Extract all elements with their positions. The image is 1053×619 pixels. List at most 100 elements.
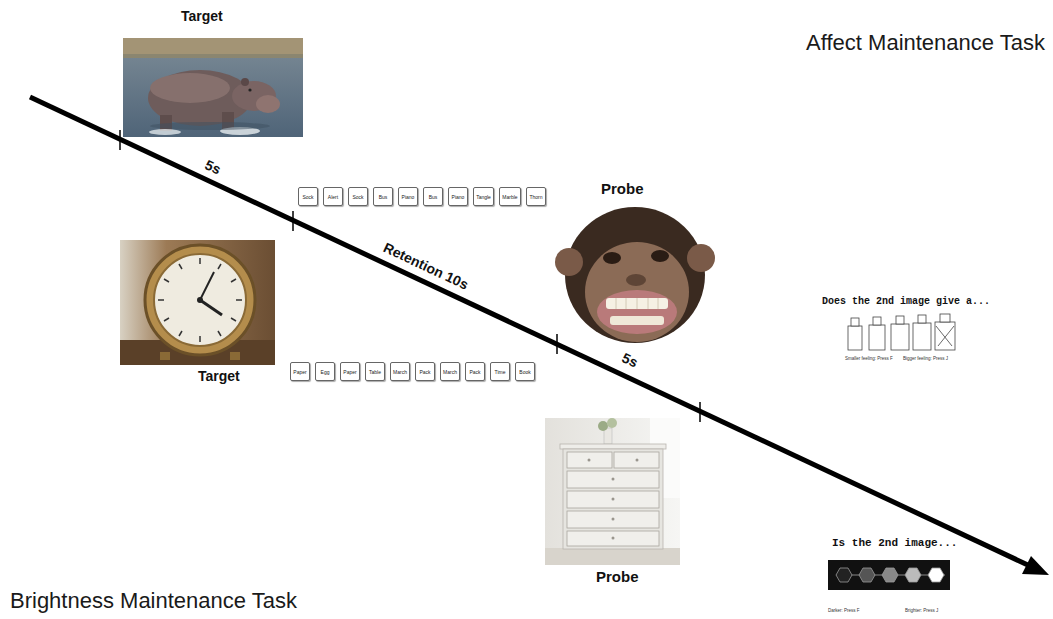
word-text: Bus: [429, 194, 438, 200]
task-title: Brightness Maintenance Task: [10, 588, 297, 613]
clock-photo-part: [230, 352, 240, 360]
word-text: March: [443, 369, 457, 375]
word-text: Marble: [502, 194, 517, 200]
clock-photo-part-part: [236, 299, 242, 301]
word-box: Thorn: [526, 187, 546, 206]
word-text: Sock: [352, 194, 363, 200]
clock-photo-part: [154, 254, 246, 346]
task-title: Affect Maintenance Task: [806, 30, 1045, 55]
word-text: Paper: [293, 369, 306, 375]
clock-photo-part-part: [199, 258, 201, 264]
timeline-arrow: [30, 97, 1049, 575]
word-box: Sock: [348, 187, 368, 206]
word-text: Book: [519, 369, 530, 375]
hippo-photo-part: [241, 78, 249, 86]
question-text: Does the 2nd image give a...: [822, 296, 990, 308]
chimp-photo-part: [603, 252, 621, 264]
brightness-scale-part: [905, 568, 921, 582]
dresser-photo-part-part: [567, 511, 659, 528]
hippo-photo: [123, 38, 303, 137]
word-box: Book: [515, 362, 535, 381]
word-text: Pack: [419, 369, 430, 375]
dresser-photo-part-part: [567, 452, 612, 468]
dresser-photo-part: [598, 421, 608, 431]
hippo-photo-part: [123, 38, 303, 137]
chimp-photo-part-part: [648, 298, 649, 309]
word-text: Pack: [469, 369, 480, 375]
clock-photo-part-part: [158, 299, 164, 301]
response-key: Brighter: Press J: [905, 608, 938, 613]
word-box: Table: [365, 362, 385, 381]
brightness-scale-part: [828, 560, 950, 590]
chimp-photo-part: [626, 274, 646, 286]
clock-photo-part: [200, 272, 214, 300]
dresser-photo-part: [588, 459, 639, 540]
word-box: Pack: [415, 362, 435, 381]
clock-photo-part-part: [179, 264, 182, 269]
word-text: Time: [495, 369, 506, 375]
question-text: Is the 2nd image...: [832, 537, 957, 550]
clock-photo-part: [197, 297, 203, 303]
sam-scale-part: [891, 324, 909, 350]
dresser-photo-part: [567, 452, 659, 546]
timeline-arrow-part-part: [292, 211, 294, 231]
clock-photo-part: [200, 300, 222, 315]
dresser-photo-part: [545, 548, 680, 565]
chimp-photo-part: [585, 242, 689, 342]
dresser-photo-part-part: [612, 518, 615, 521]
sam-scale-part: [935, 322, 955, 350]
dresser-photo-part-part: [636, 459, 639, 462]
hippo-photo-part: [150, 122, 270, 130]
clock-photo-part-part: [218, 331, 221, 336]
word-text: Piano: [402, 194, 415, 200]
chimp-photo-part: [606, 298, 668, 309]
clock-photo-part: [145, 245, 255, 355]
word-text: March: [393, 369, 407, 375]
chimp-photo-part: [555, 248, 583, 276]
duration-label: 5s: [620, 349, 641, 370]
word-box: March: [390, 362, 410, 381]
brightness-scale-part: [882, 568, 898, 582]
chimp-photo-part: [597, 290, 677, 334]
brightness-scale-part: [928, 568, 944, 582]
brightness-scale-part: [859, 568, 875, 582]
hippo-photo-part: [149, 129, 181, 135]
sam-scale-part: [848, 326, 862, 350]
chimp-photo-part: [687, 244, 715, 272]
dresser-photo: [545, 418, 680, 565]
dresser-photo-part: [560, 444, 666, 449]
sam-scale-part: [936, 326, 952, 346]
hippo-photo-part: [123, 38, 303, 54]
sam-scale-part: [896, 316, 904, 324]
sam-scale: [848, 314, 955, 350]
timeline-arrow-part-part: [556, 334, 558, 354]
clock-photo-part-part: [231, 318, 236, 321]
clock-photo-part: [160, 352, 170, 360]
clock-photo-part-part: [231, 279, 236, 282]
timeline-arrow-part: [1022, 556, 1049, 575]
hippo-photo-part: [123, 54, 303, 58]
word-box: Bus: [373, 187, 393, 206]
sam-scale-part: [869, 325, 885, 350]
sam-scale-part: [913, 323, 931, 350]
chimp-photo-part-part: [616, 298, 617, 309]
target-label: Target: [198, 368, 240, 384]
chimp-photo-part: [651, 250, 669, 262]
word-box: Time: [490, 362, 510, 381]
word-text: Tangle: [476, 194, 491, 200]
sam-scale-part: [940, 314, 950, 322]
dresser-photo-part: [545, 418, 680, 565]
word-text: Egg: [321, 369, 330, 375]
response-key: Smaller feeling: Press F: [845, 356, 893, 361]
dresser-photo-part-part: [612, 537, 615, 540]
word-box: Marble: [499, 187, 521, 206]
clock-photo-part: [158, 258, 242, 342]
hippo-photo-part: [248, 88, 251, 91]
hippo-photo-part: [150, 73, 230, 103]
word-text: Alert: [328, 194, 338, 200]
timeline-arrow-part-part: [699, 402, 701, 422]
word-text: Bus: [379, 194, 388, 200]
word-box: Piano: [398, 187, 418, 206]
clock-photo: [120, 240, 275, 365]
